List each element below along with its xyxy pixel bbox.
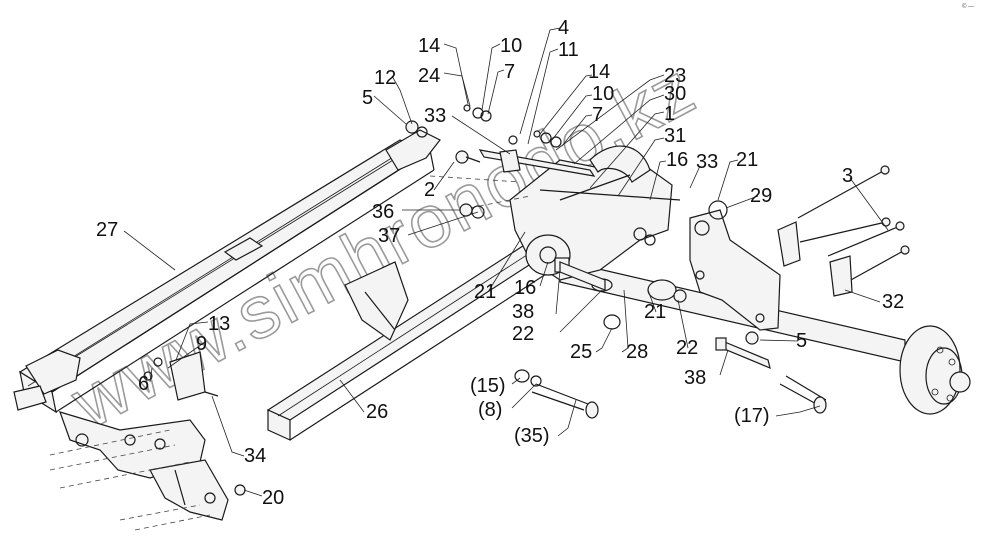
callout-label: 16 (514, 277, 536, 299)
axle-and-hub (559, 259, 971, 415)
callout-label: 23 (664, 65, 686, 87)
callout-label: 31 (664, 125, 686, 147)
callout-label: 6 (138, 373, 149, 395)
callout-label: 21 (474, 281, 496, 303)
callout-label: 13 (208, 313, 230, 335)
callout-label: 1 (664, 103, 675, 125)
callout-label: 22 (512, 323, 534, 345)
callout-label: 21 (736, 149, 758, 171)
callout-label: 16 (666, 149, 688, 171)
callout-label: 33 (424, 105, 446, 127)
callout-label: 24 (418, 65, 440, 87)
callout-label: 5 (362, 87, 373, 109)
leader-lines (123, 27, 889, 497)
bolts-and-plates (777, 165, 910, 297)
callout-label: 2 (424, 179, 435, 201)
callout-label: 14 (418, 35, 440, 57)
callout-label: 37 (378, 225, 400, 247)
callout-label: (35) (514, 425, 550, 447)
callout-label: 4 (558, 17, 569, 39)
callout-label: 3 (842, 165, 853, 187)
callout-label: 34 (244, 445, 266, 467)
callout-label: 38 (512, 301, 534, 323)
upper-fasteners (405, 104, 562, 219)
drawbar-beam (13, 129, 441, 414)
callout-label: 33 (696, 151, 718, 173)
callout-label: 10 (592, 83, 614, 105)
callout-label: 30 (664, 83, 686, 105)
corner-mark: © — (962, 3, 974, 10)
callout-label: 9 (196, 333, 207, 355)
hinge-assembly (429, 145, 781, 331)
front-bracket-assembly (49, 351, 246, 531)
callout-label: 14 (588, 61, 610, 83)
callout-label: 32 (882, 291, 904, 313)
callout-label: 7 (592, 104, 603, 126)
callout-label: 25 (570, 341, 592, 363)
callout-label: 28 (626, 341, 648, 363)
callout-label: (17) (734, 405, 770, 427)
callout-label: 20 (262, 487, 284, 509)
callout-label: 7 (504, 61, 515, 83)
callout-label: 38 (684, 367, 706, 389)
pins (514, 261, 827, 419)
callout-label: (8) (478, 399, 502, 421)
callout-label: 12 (374, 67, 396, 89)
callout-label: 21 (644, 301, 666, 323)
callout-label: 5 (796, 330, 807, 352)
callout-label: (15) (470, 375, 506, 397)
callout-label: 11 (558, 39, 579, 61)
callout-label: 22 (676, 337, 698, 359)
callout-label: 29 (750, 185, 772, 207)
callout-label: 26 (366, 401, 388, 423)
callout-label: 10 (500, 35, 522, 57)
callout-labels: 14 24 10 7 4 11 12 5 33 14 10 7 23 30 1 … (96, 17, 904, 509)
callout-label: 27 (96, 219, 118, 241)
callout-label: 36 (372, 201, 394, 223)
